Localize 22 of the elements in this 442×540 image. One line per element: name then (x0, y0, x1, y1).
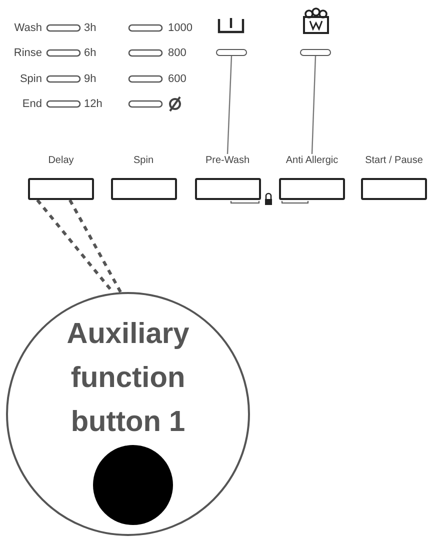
indicator-label: Rinse (12, 46, 42, 60)
indicator-label: End (21, 97, 42, 111)
connector-line (311, 56, 316, 154)
indicator-label: 3h (84, 21, 96, 35)
indicator-label: 1000 (168, 21, 192, 35)
indicator-label: 800 (168, 46, 186, 60)
button-label: Delay (48, 154, 74, 168)
button-label: Anti Allergic (286, 154, 338, 168)
indicator-label: 9h (84, 72, 96, 86)
button-label: Pre-Wash (205, 154, 250, 168)
dashed-leader-line (68, 199, 122, 293)
indicator-label: 6h (84, 46, 96, 60)
callout-text: Auxiliary function button 1 (66, 317, 190, 440)
button-label: Start / Pause (365, 154, 423, 168)
button-label: Spin (133, 154, 154, 168)
indicator-label: Spin (18, 72, 42, 86)
indicator-label: Wash (13, 21, 42, 35)
connector-line (226, 56, 232, 154)
indicator-light (300, 49, 331, 56)
indicator-label: 600 (168, 72, 186, 86)
indicator-light (216, 49, 247, 56)
indicator-label: 12h (84, 97, 102, 111)
